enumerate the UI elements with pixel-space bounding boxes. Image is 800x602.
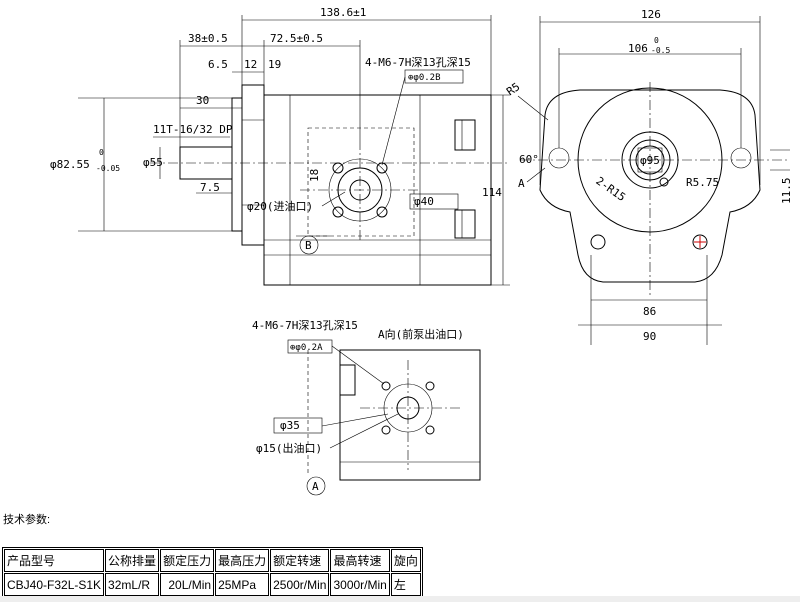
header-model: 产品型号 <box>4 549 105 572</box>
dim-106-tol-lower: -0.5 <box>651 46 670 55</box>
header-max-speed: 最高转速 <box>330 549 390 572</box>
outlet-port-label: φ15(出油口) <box>256 441 322 455</box>
dim-90: 90 <box>643 330 656 343</box>
header-rated-speed: 额定转速 <box>270 549 330 572</box>
table-header-row: 产品型号 公称排量 额定压力 最高压力 额定转速 最高转速 旋向 <box>4 549 421 572</box>
dim-11-5: 11.5 <box>780 178 793 205</box>
dim-106: 106 <box>628 42 648 55</box>
width-126: 126 <box>641 8 661 21</box>
dim-7-5: 7.5 <box>200 181 220 194</box>
port-view: 4-M6-7H深13孔深15 A向(前泵出油口) ⊕φ0.2A φ35 φ15(… <box>252 319 481 496</box>
shaft-thread-spec: 11T-16/32 DP <box>153 123 233 136</box>
table-row: CBJ40-F32L-S1K 32mL/R 20L/Min 25MPa 2500… <box>4 573 421 596</box>
port-position-tolerance: ⊕φ0.2A <box>290 343 323 353</box>
dia-82-tol-upper: 0 <box>99 148 104 157</box>
dia-40: φ40 <box>414 195 434 208</box>
spec-table: 产品型号 公称排量 额定压力 最高压力 额定转速 最高转速 旋向 CBJ40-F… <box>2 547 423 598</box>
header-rated-pressure: 额定压力 <box>160 549 215 572</box>
front-label-a: A <box>518 177 525 190</box>
cell-rated-speed: 2500r/Min <box>270 573 330 596</box>
cell-displacement: 32mL/R <box>105 573 160 596</box>
radius-r5: R5 <box>504 80 522 98</box>
dia-shaft: φ55 <box>143 156 163 169</box>
datum-b: B <box>305 239 312 252</box>
dim-38: 38±0.5 <box>188 32 228 45</box>
port-view-title: A向(前泵出油口) <box>378 327 464 341</box>
cell-rotation: 左 <box>390 573 421 596</box>
header-max-pressure: 最高压力 <box>215 549 270 572</box>
radius-2-r15: 2-R15 <box>593 174 628 204</box>
dim-19: 19 <box>268 58 281 71</box>
dim-30: 30 <box>196 94 209 107</box>
dim-12: 12 <box>244 58 257 71</box>
horizontal-scrollbar[interactable] <box>0 596 800 602</box>
dim-total-length: 138.6±1 <box>320 6 366 19</box>
radius-r5-75: R5.75 <box>686 176 719 189</box>
side-position-tolerance: ⊕φ0.2B <box>408 73 441 83</box>
dia-82-tol-lower: -0.05 <box>96 164 120 173</box>
side-hole-note: 4-M6-7H深13孔深15 <box>365 56 471 69</box>
dia-82-55: φ82.55 <box>50 158 90 171</box>
cell-model: CBJ40-F32L-S1K <box>4 573 105 596</box>
dia-95: φ95 <box>640 154 660 167</box>
cell-max-pressure: 25MPa <box>215 573 270 596</box>
dim-106-tol-upper: 0 <box>654 36 659 45</box>
dim-6-5: 6.5 <box>208 58 228 71</box>
cell-max-speed: 3000r/Min <box>330 573 390 596</box>
angle-60: 60° <box>519 153 539 166</box>
dim-72-5: 72.5±0.5 <box>270 32 323 45</box>
inlet-port-label: φ20(进油口) <box>247 199 313 213</box>
dim-86: 86 <box>643 305 656 318</box>
side-view: 138.6±1 38±0.5 72.5±0.5 6.5 12 19 30 11T… <box>50 6 510 286</box>
dim-18: 18 <box>308 169 321 182</box>
header-rotation: 旋向 <box>390 549 421 572</box>
dia-35: φ35 <box>280 419 300 432</box>
technical-drawing: 138.6±1 38±0.5 72.5±0.5 6.5 12 19 30 11T… <box>50 6 793 496</box>
datum-a: A <box>312 480 319 493</box>
cell-rated-pressure: 20L/Min <box>160 573 215 596</box>
port-hole-note: 4-M6-7H深13孔深15 <box>252 319 358 332</box>
height-114: 114 <box>482 186 502 199</box>
technical-params-title: 技术参数: <box>3 514 51 526</box>
header-displacement: 公称排量 <box>105 549 160 572</box>
front-view: 126 106 0 -0.5 R5 60° A φ95 2-R15 R5.75 … <box>504 8 793 345</box>
